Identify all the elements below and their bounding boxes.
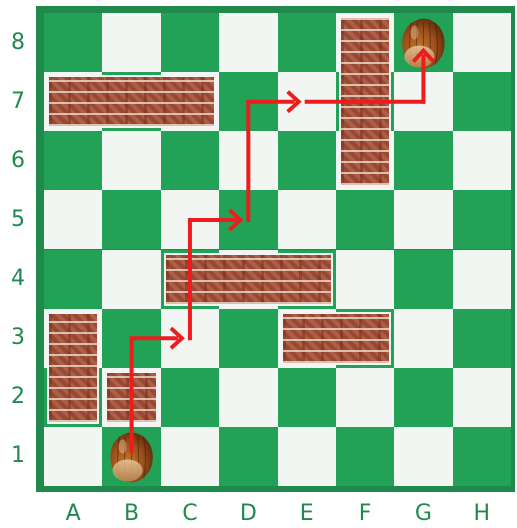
move-path <box>132 51 434 451</box>
